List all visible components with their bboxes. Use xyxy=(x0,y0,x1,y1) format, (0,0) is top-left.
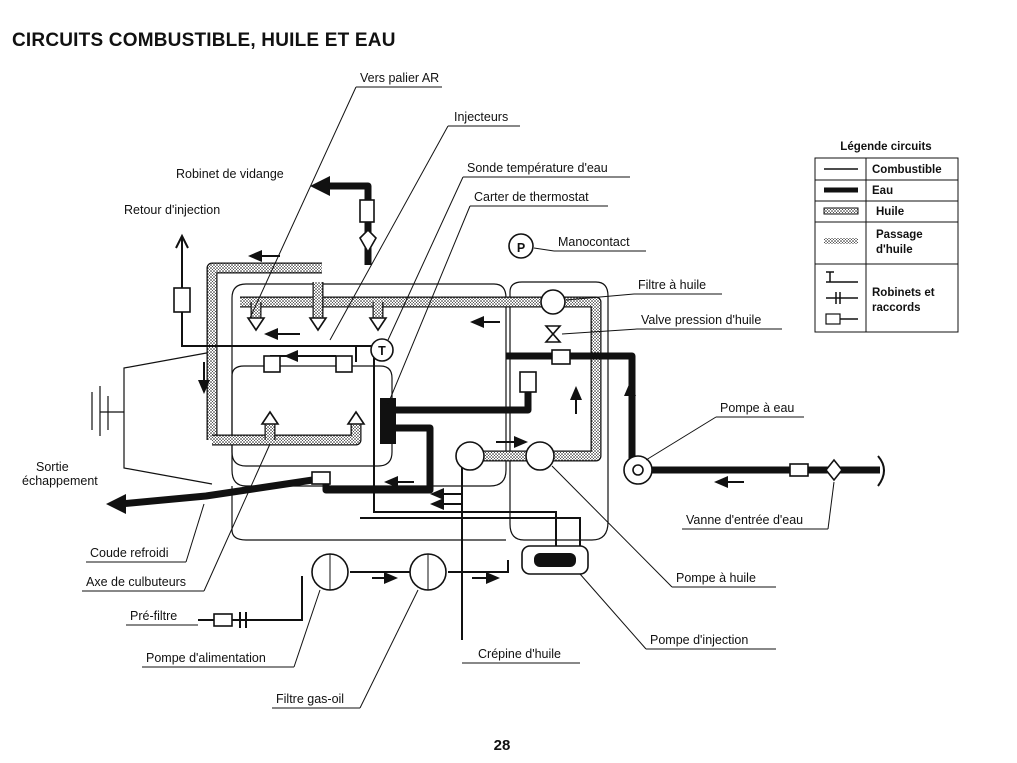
oil-pressure-switch-symbol: P xyxy=(517,241,525,255)
page-number: 28 xyxy=(494,737,511,754)
label-sonde-temperature: Sonde température d'eau xyxy=(467,161,608,175)
svg-text:Robinets et: Robinets et xyxy=(872,287,935,299)
legend-item-fittings: Robinets et raccords xyxy=(825,271,935,325)
drain-valve xyxy=(359,199,375,223)
label-axe-culbuteurs: Axe de culbuteurs xyxy=(86,575,186,589)
legend-title: Légende circuits xyxy=(840,141,931,153)
legend-item-water: Eau xyxy=(824,185,893,197)
svg-text:Combustible: Combustible xyxy=(872,164,942,176)
drain-arrow-icon xyxy=(310,176,330,196)
exhaust-arrow-icon xyxy=(106,494,126,514)
label-retour-injection: Retour d'injection xyxy=(124,203,220,217)
oil-filter-icon xyxy=(540,289,566,315)
label-vanne-entree: Vanne d'entrée d'eau xyxy=(686,513,803,527)
oil-pump-icon xyxy=(525,441,555,471)
label-coude-refroidi: Coude refroidi xyxy=(90,546,169,560)
label-carter-thermostat: Carter de thermostat xyxy=(474,190,589,204)
thermostat-housing xyxy=(380,398,396,444)
label-valve-pression: Valve pression d'huile xyxy=(641,313,761,327)
label-robinet-vidange: Robinet de vidange xyxy=(176,167,284,181)
svg-text:Eau: Eau xyxy=(872,185,893,197)
svg-text:d'huile: d'huile xyxy=(876,244,913,256)
flow-arrows xyxy=(198,250,744,584)
oil-pressure-switch-icon xyxy=(508,233,534,259)
label-sortie: Sortie xyxy=(36,460,69,474)
label-echappement: échappement xyxy=(22,474,98,488)
oil-circuit xyxy=(206,262,602,462)
svg-text:Huile: Huile xyxy=(876,206,904,218)
label-filtre-huile: Filtre à huile xyxy=(638,278,706,292)
label-pre-filtre: Pré-filtre xyxy=(130,609,177,623)
water-inlet-valve-icon xyxy=(824,458,844,482)
svg-text:Passage: Passage xyxy=(876,229,923,241)
label-crepine-huile: Crépine d'huile xyxy=(478,647,561,661)
pre-filter-icon xyxy=(213,613,233,627)
engine-body xyxy=(91,281,609,541)
temperature-sensor-symbol: T xyxy=(378,344,386,358)
label-pompe-alimentation: Pompe d'alimentation xyxy=(146,651,266,665)
callouts: Vers palier AR Injecteurs Sonde températ… xyxy=(22,71,835,709)
label-injecteurs: Injecteurs xyxy=(454,110,508,124)
svg-text:raccords: raccords xyxy=(872,302,921,314)
legend-item-oil-passage: Passage d'huile xyxy=(824,229,923,256)
components: T P xyxy=(173,199,885,628)
label-pompe-huile: Pompe à huile xyxy=(676,571,756,585)
temperature-sensor-icon xyxy=(370,338,394,362)
legend-item-fuel: Combustible xyxy=(824,164,942,176)
oil-strainer-icon xyxy=(455,441,485,471)
legend: Légende circuits Combustible Eau Huile P… xyxy=(814,141,959,333)
label-pompe-eau: Pompe à eau xyxy=(720,401,794,415)
legend-item-oil: Huile xyxy=(823,206,904,218)
label-filtre-gasoil: Filtre gas-oil xyxy=(276,692,344,706)
label-manocontact: Manocontact xyxy=(558,235,630,249)
label-vers-palier-ar: Vers palier AR xyxy=(360,71,439,85)
diagram-title: CIRCUITS COMBUSTIBLE, HUILE ET EAU xyxy=(12,30,396,51)
label-pompe-injection: Pompe d'injection xyxy=(650,633,748,647)
